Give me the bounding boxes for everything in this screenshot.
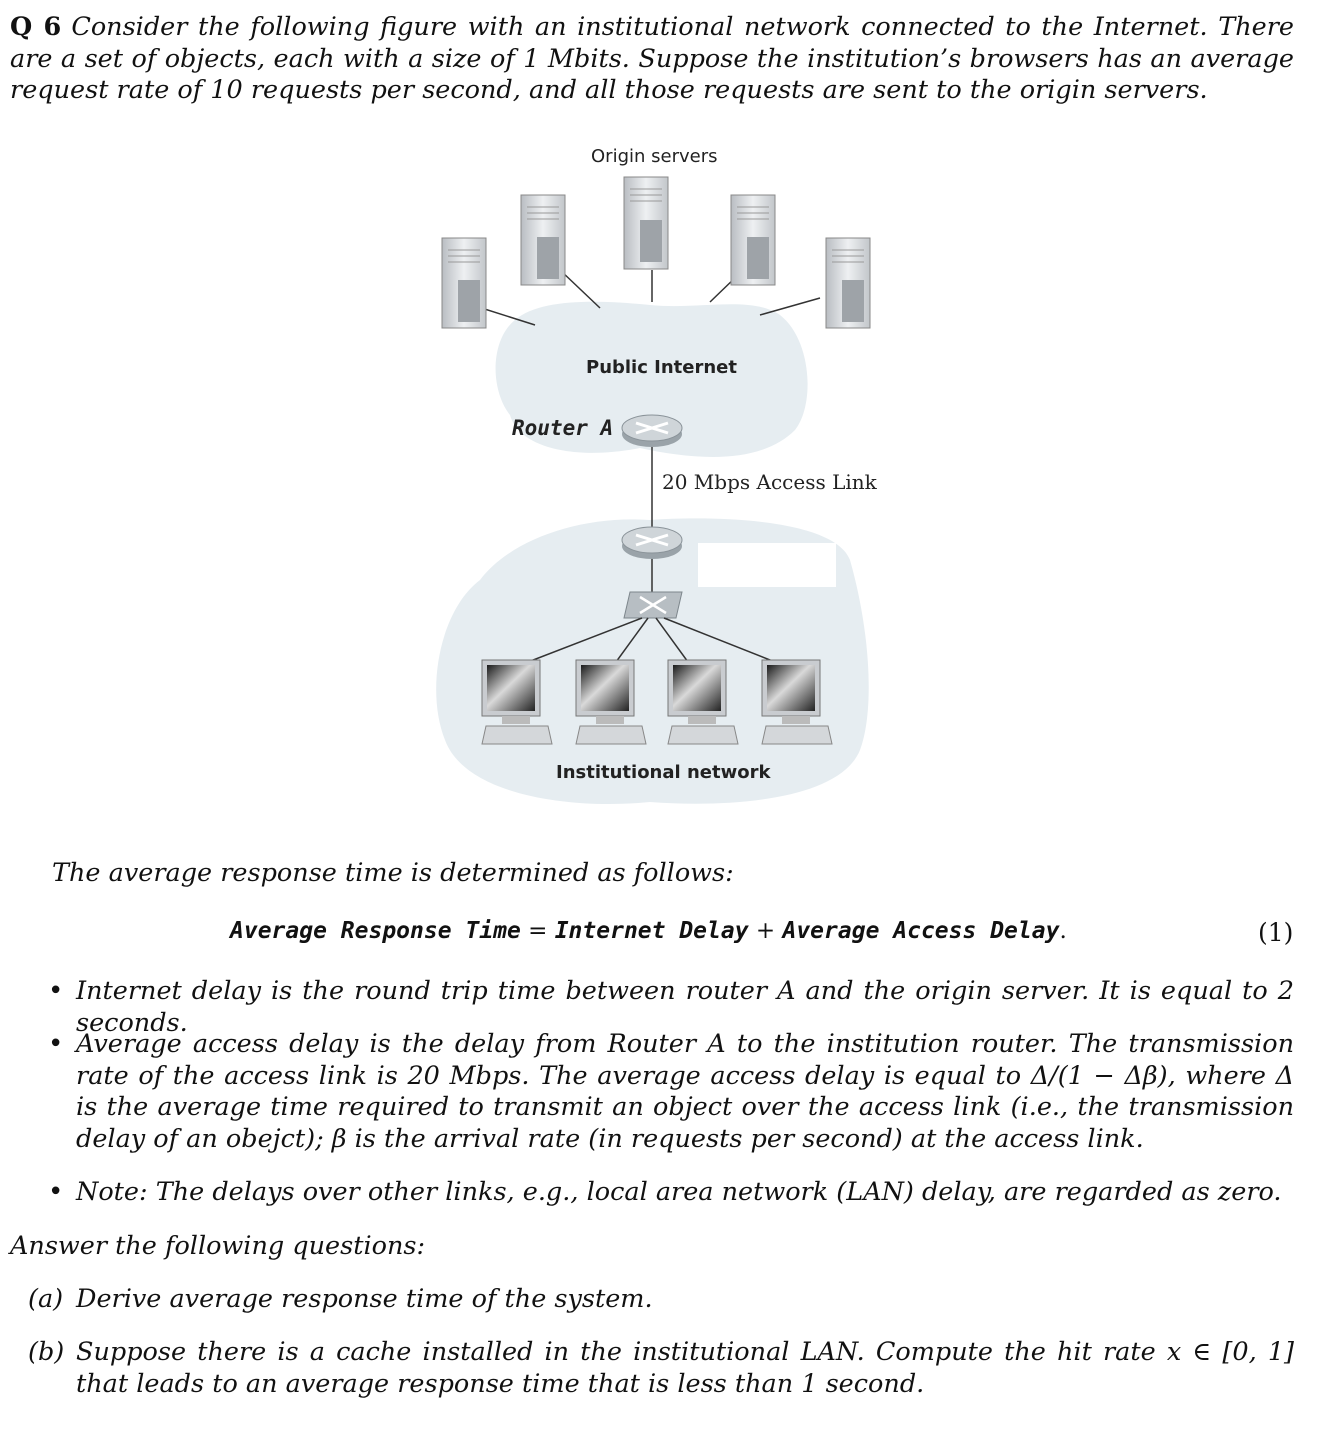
answer-lead: Answer the following questions: [10,1231,426,1261]
server-icon [623,176,669,270]
question-b-label: (b) [28,1337,65,1367]
workstation-icon [575,659,647,745]
network-diagram [436,176,871,805]
network-figure: Origin servers Public Internet Router A … [420,130,880,830]
equation-term-2: Average Access Delay [782,918,1060,944]
bullet-marker: • [48,1029,64,1059]
workstation-icon [667,659,739,745]
access-link-label: 20 Mbps Access Link [662,470,877,494]
equation-equals: = [520,918,555,944]
bullet-note: Note: The delays over other links, e.g.,… [76,1177,1282,1207]
equation: Average Response Time = Internet Delay +… [230,918,1067,944]
lead-text: The average response time is determined … [52,858,734,888]
public-internet-cloud [495,301,808,457]
bullet-marker: • [48,976,64,1006]
institutional-network-label: Institutional network [556,762,771,783]
workstation-icon [761,659,833,745]
server-icon [825,237,871,329]
equation-number: (1) [1258,918,1294,947]
question-intro: Consider the following figure with an in… [10,12,1294,105]
institution-router-icon [621,526,683,559]
equation-lhs: Average Response Time [230,918,521,944]
switch-icon [623,591,683,619]
router-a-label: Router A [512,416,614,440]
blank-label-box [698,543,836,587]
server-icon [441,237,487,329]
server-icon [730,194,776,286]
equation-plus: + [748,918,783,944]
origin-servers-label: Origin servers [591,146,718,167]
public-internet-label: Public Internet [586,357,737,378]
question-b-text: Suppose there is a cache installed in th… [76,1337,1294,1399]
workstation-icon [481,659,553,745]
question-a-label: (a) [28,1284,64,1314]
question-a-text: Derive average response time of the syst… [76,1284,653,1314]
server-icon [520,194,566,286]
equation-term-1: Internet Delay [554,918,749,944]
bullet-internet-delay: Internet delay is the round trip time be… [76,976,1294,1038]
equation-period: . [1059,918,1067,944]
bullet-marker: • [48,1177,64,1207]
bullet-access-delay: Average access delay is the delay from R… [76,1029,1294,1154]
router-a-icon [621,414,683,447]
question-number: Q 6 [10,12,62,42]
